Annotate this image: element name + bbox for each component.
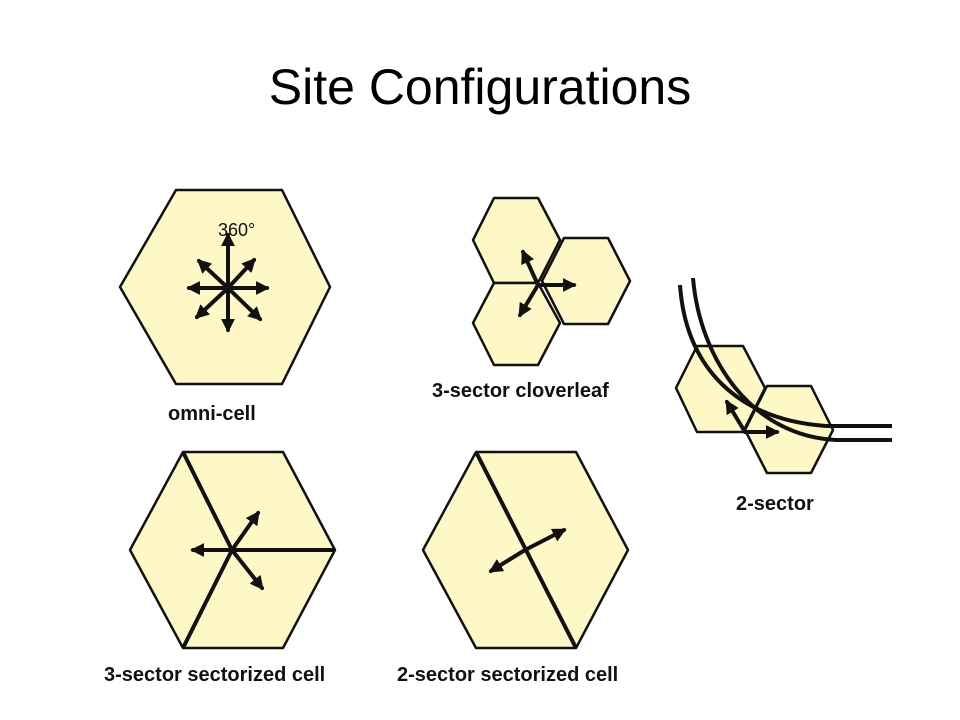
two-sectorized-arrows [488,528,567,573]
cloverleaf-figure: 3-sector cloverleaf [432,196,632,402]
two-sector-arrows [725,399,780,439]
two-sector-figure: 2-sector [674,277,892,515]
two-sector-label: 2-sector [736,493,814,515]
cloverleaf-hex-bottom [471,281,562,367]
sector-divider-top [181,451,234,551]
sector-divider-bottom [181,549,234,649]
cloverleaf-label: 3-sector cloverleaf [432,380,609,402]
two-sector-sectorized-figure: 2-sector sectorized cell [397,450,630,686]
slide-title: Site Configurations [268,59,692,115]
cloverleaf-arrows [518,249,577,318]
three-sectorized-arrows [190,510,264,591]
omni-cell-label: omni-cell [168,403,256,425]
road-line-outer [678,284,892,428]
omni-arrows [186,232,270,333]
two-sectorized-label: 2-sector sectorized cell [397,664,618,686]
omni-degree-label: 360° [218,220,255,240]
cloverleaf-hex-right [540,236,632,326]
road-line-inner [691,277,892,442]
three-sectorized-label: 3-sector sectorized cell [104,664,325,686]
omni-cell-figure: 360° omni-cell [118,188,332,425]
three-sector-sectorized-figure: 3-sector sectorized cell [104,450,337,686]
